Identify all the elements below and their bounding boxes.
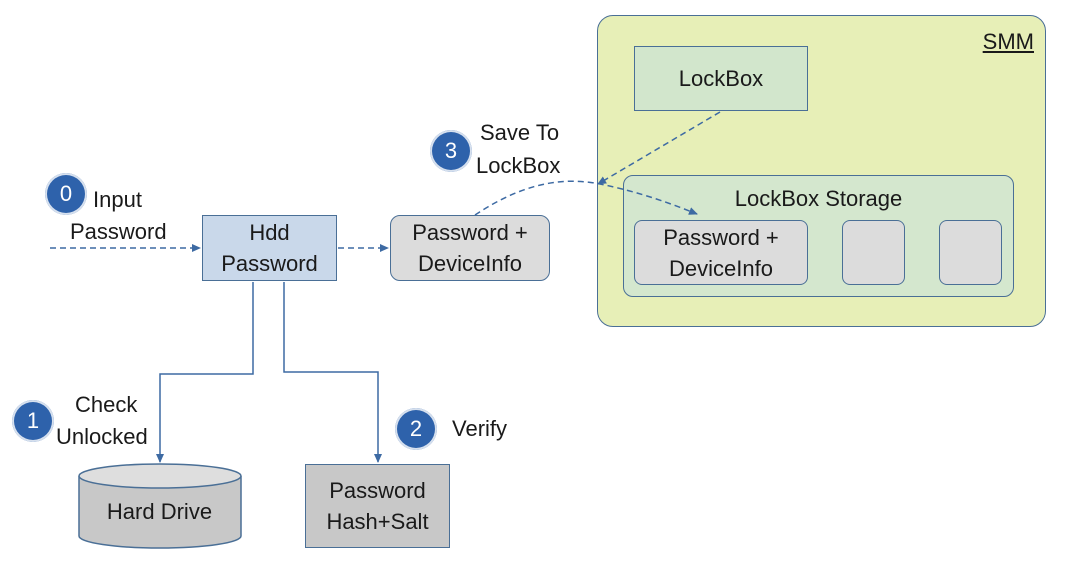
step-1-badge: 1 [12, 400, 54, 442]
password-deviceinfo-line2: DeviceInfo [418, 251, 522, 276]
step-3-number: 3 [444, 138, 458, 163]
storage-entry-line1: Password + [663, 224, 779, 250]
storage-slot-empty [939, 220, 1002, 285]
step-3-label-line1: Save To [480, 120, 560, 145]
verify-arrow [283, 282, 382, 463]
password-hash-salt-node: Password Hash+Salt [305, 464, 450, 548]
hard-drive-label: Hard Drive [106, 499, 213, 524]
step-2-badge: 2 [395, 408, 437, 450]
hard-drive-cylinder [78, 463, 242, 549]
hdd-password-line2: Password [221, 251, 318, 276]
lockbox-label: LockBox [678, 66, 764, 91]
lockbox-storage-title: LockBox Storage [734, 186, 903, 211]
check-unlocked-arrow [156, 282, 254, 463]
hdd-password-line1: Hdd [249, 220, 290, 245]
smm-title: SMM [982, 29, 1034, 54]
step-0-badge: 0 [45, 173, 87, 215]
step-0-label-line2: Password [70, 219, 167, 244]
step-0-number: 0 [59, 181, 73, 206]
hdd-password-node: Hdd Password [202, 215, 337, 281]
step-2-number: 2 [409, 416, 423, 441]
step-1-label-line2: Unlocked [56, 424, 148, 449]
step-3-badge: 3 [430, 130, 472, 172]
password-deviceinfo-node: Password + DeviceInfo [390, 215, 550, 281]
step-1-number: 1 [26, 408, 40, 433]
step-1-label-line1: Check [75, 392, 138, 417]
step-0-label-line1: Input [93, 187, 142, 212]
storage-entry-password-deviceinfo: Password + DeviceInfo [634, 220, 808, 285]
hash-line1: Password [329, 478, 426, 503]
storage-slot-empty [842, 220, 905, 285]
lockbox-pointer-arrow [597, 111, 721, 185]
password-deviceinfo-line1: Password + [412, 220, 528, 245]
storage-entry-line2: DeviceInfo [669, 255, 773, 281]
lockbox-node: LockBox [634, 46, 808, 111]
step-2-label-line1: Verify [452, 416, 508, 441]
hash-line2: Hash+Salt [326, 509, 429, 534]
step-3-label-line2: LockBox [476, 153, 561, 178]
save-to-lockbox-arrow [474, 180, 698, 216]
